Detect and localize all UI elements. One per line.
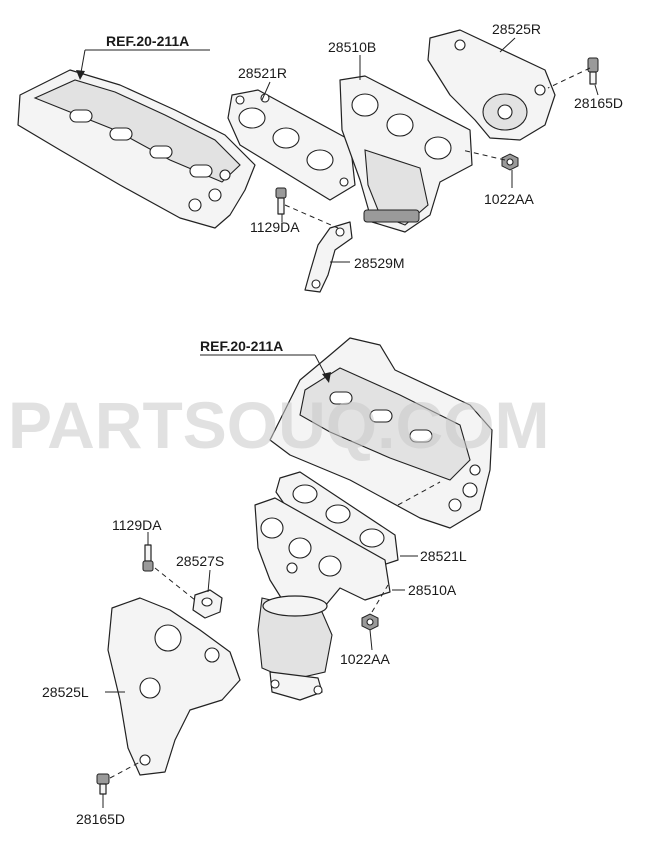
label-28521l: 28521L	[420, 548, 467, 564]
label-28527s: 28527S	[176, 553, 224, 569]
label-28521r: 28521R	[238, 65, 287, 81]
label-28510b: 28510B	[328, 39, 376, 55]
label-1022aa-top: 1022AA	[484, 191, 534, 207]
heat-shield-28525r	[427, 29, 556, 141]
exhaust-gasket-28521r	[227, 89, 356, 201]
label-ref-bottom: REF.20-211A	[200, 338, 283, 354]
label-28165d-bottom: 28165D	[76, 811, 125, 827]
nut-1022aa-bottom	[361, 613, 379, 631]
bolt-1129da-top	[275, 187, 287, 215]
label-1129da-bottom: 1129DA	[112, 517, 162, 533]
nut-1022aa-top	[501, 153, 519, 171]
watermark-text: PARTSOUQ.COM	[8, 388, 549, 462]
label-ref-top: REF.20-211A	[106, 33, 189, 49]
top-leader-lines	[76, 37, 599, 263]
bolt-1129da-bottom	[142, 544, 154, 572]
exhaust-gasket-28521l	[275, 471, 399, 567]
cylinder-head-top	[17, 69, 256, 229]
bottom-leader-lines	[102, 354, 441, 808]
label-28525r: 28525R	[492, 21, 541, 37]
label-28165d-top: 28165D	[574, 95, 623, 111]
bolt-28165d-bottom	[96, 773, 110, 795]
bracket-28529m	[304, 221, 353, 293]
label-28525l: 28525L	[42, 684, 89, 700]
heat-shield-28525l	[107, 597, 241, 776]
label-1022aa-bottom: 1022AA	[340, 651, 390, 667]
label-28529m: 28529M	[354, 255, 405, 271]
bolt-28165d-top	[587, 57, 599, 85]
heat-protector-28527s	[192, 589, 223, 619]
label-1129da-top: 1129DA	[250, 219, 300, 235]
exhaust-manifold-28510b	[339, 75, 473, 233]
cylinder-head-bottom	[269, 337, 493, 529]
exhaust-manifold-28510a	[254, 497, 391, 701]
label-28510a: 28510A	[408, 582, 457, 598]
